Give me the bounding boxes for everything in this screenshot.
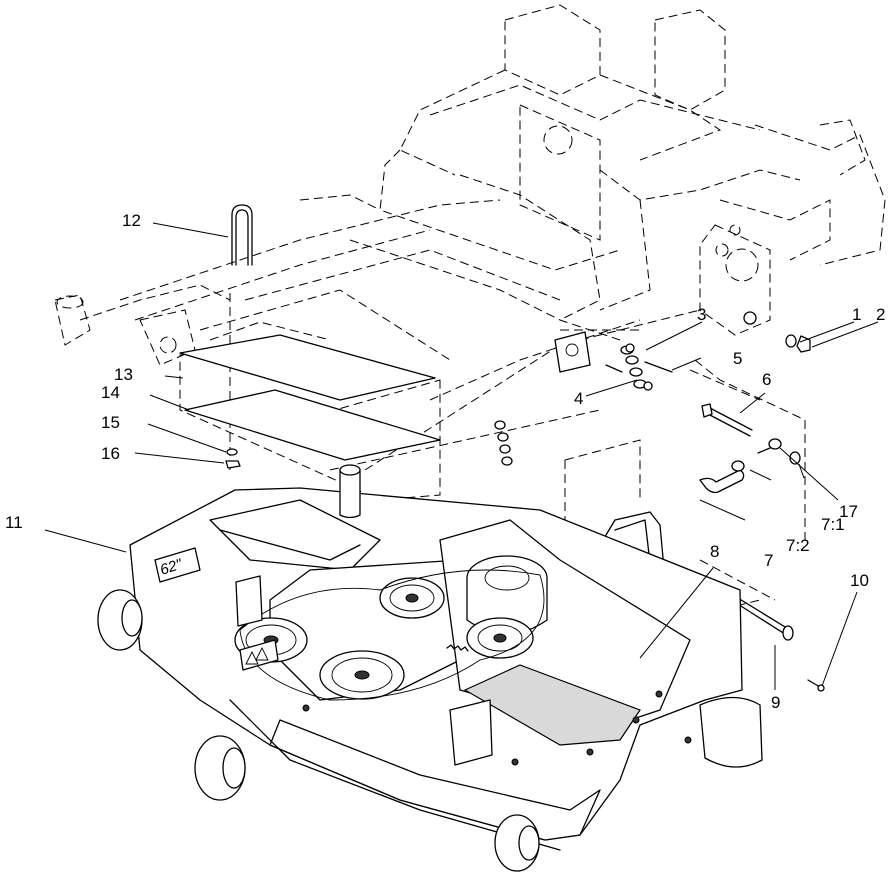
deck-bolt-part xyxy=(732,594,825,692)
callout-13: 13 xyxy=(114,365,133,384)
callout-9: 9 xyxy=(771,693,780,712)
callout-6: 6 xyxy=(762,370,771,389)
callout-7-2: 7:2 xyxy=(786,536,810,555)
mount-plate-14 xyxy=(184,389,441,461)
callout-17: 17 xyxy=(839,502,858,521)
callout-1: 1 xyxy=(852,305,861,324)
callout-14: 14 xyxy=(101,383,120,402)
callout-4: 4 xyxy=(574,389,583,408)
callout-8: 8 xyxy=(710,542,719,561)
callout-2: 2 xyxy=(876,305,885,324)
callout-16: 16 xyxy=(101,444,120,463)
callout-11: 11 xyxy=(5,513,23,532)
callout-5: 5 xyxy=(733,349,742,368)
hardware-nut-washer xyxy=(743,311,811,353)
washer-15 xyxy=(226,448,238,456)
callout-3: 3 xyxy=(697,305,706,324)
leader-lines xyxy=(44,222,879,690)
callout-12: 12 xyxy=(122,211,141,230)
lift-rod-part xyxy=(701,403,753,437)
pivot-pin-part xyxy=(699,438,801,494)
callout-15: 15 xyxy=(101,413,120,432)
u-bolt-part xyxy=(231,204,253,266)
mount-plate-13 xyxy=(179,334,436,401)
callout-labels: 1 2 3 4 5 6 7 7:1 7:2 8 9 10 11 12 13 14… xyxy=(5,211,885,712)
callout-10: 10 xyxy=(850,571,869,590)
deck-size-decal: 62" xyxy=(158,556,185,579)
mower-deck: 62" xyxy=(97,464,763,872)
callout-7-1: 7:1 xyxy=(821,515,845,534)
callout-7: 7 xyxy=(764,551,773,570)
lift-chain-part xyxy=(494,331,673,466)
nut-16 xyxy=(225,460,241,469)
tractor-frame xyxy=(54,4,886,661)
